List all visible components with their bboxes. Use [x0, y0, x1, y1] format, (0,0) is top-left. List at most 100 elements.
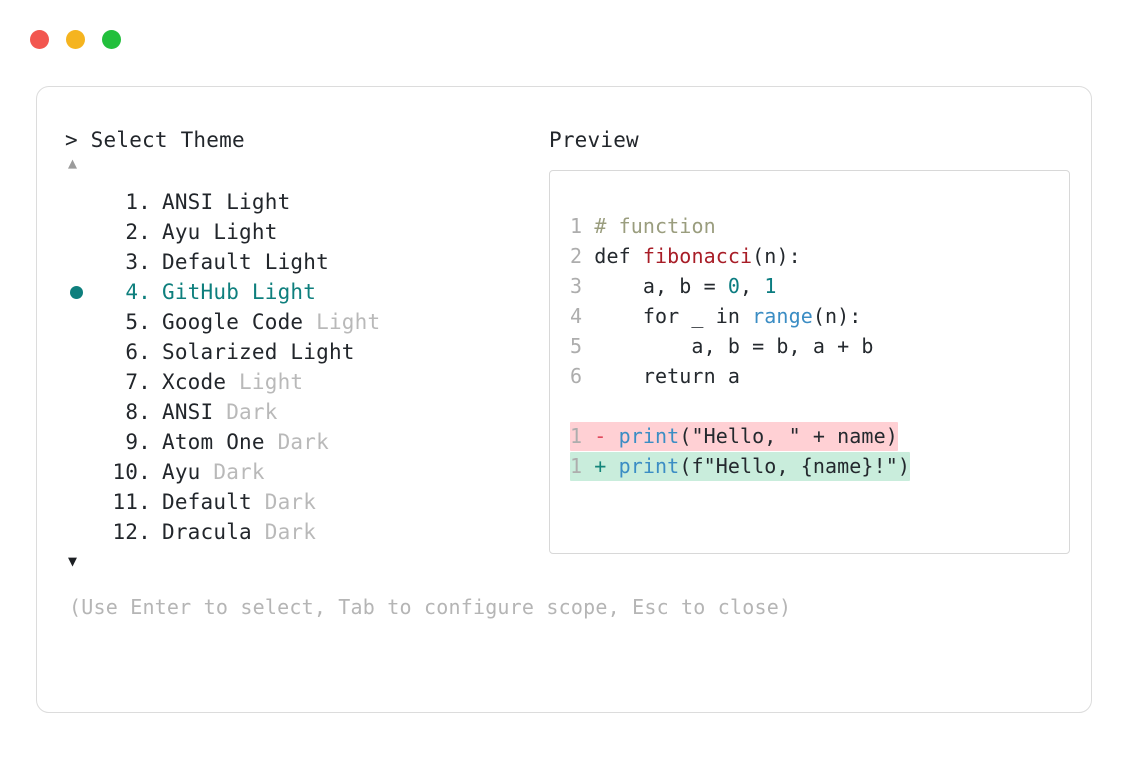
theme-list-item[interactable]: 6.Solarized Light: [65, 337, 545, 367]
chevron-up-icon: ▲: [68, 154, 78, 172]
theme-picker-card: > Select Theme ▲ 1.ANSI Light 2. Ayu Light…: [36, 86, 1092, 713]
code-line-text: for _ in range(n):: [582, 304, 862, 328]
selection-bullet-cell: [65, 458, 99, 488]
theme-item-variant: Dark: [264, 430, 329, 454]
diff-highlight: 1 - print("Hello, " + name): [570, 422, 898, 451]
theme-list-item[interactable]: 3.Default Light: [65, 247, 545, 277]
theme-item-variant: Light: [226, 370, 304, 394]
diff-highlight: 1 + print(f"Hello, {name}!"): [570, 452, 910, 481]
theme-list-item[interactable]: 4.GitHub Light: [65, 277, 545, 307]
bullet-placeholder: [70, 196, 83, 209]
code-line: 3 a, b = 0, 1: [570, 271, 1069, 301]
theme-item-name: Ayu: [162, 220, 201, 244]
theme-item-name: Solarized: [162, 340, 278, 364]
theme-item-name: Atom One: [162, 430, 265, 454]
close-window-button[interactable]: [30, 30, 49, 49]
scroll-up-indicator[interactable]: ▲: [65, 153, 545, 179]
selected-bullet-icon: [70, 286, 83, 299]
code-line-text: def fibonacci(n):: [582, 244, 801, 268]
selection-bullet-cell: [65, 488, 99, 518]
selection-bullet-cell: [65, 278, 99, 308]
select-theme-prompt: > Select Theme: [65, 128, 245, 152]
theme-item-name: Default: [162, 250, 252, 274]
line-number: 4: [570, 304, 583, 328]
theme-item-name: Default: [162, 490, 252, 514]
theme-item-variant: Light: [251, 250, 329, 274]
theme-item-name: Google Code: [162, 310, 304, 334]
selection-bullet-cell: [65, 368, 99, 398]
code-line-text: return a: [582, 364, 740, 388]
theme-item-name: Xcode: [162, 370, 227, 394]
theme-item-index: 9.: [125, 430, 151, 454]
theme-item-index: 8.: [125, 400, 151, 424]
theme-list-item[interactable]: 9. Atom One Dark: [65, 427, 545, 457]
theme-item-index: 7.: [125, 370, 151, 394]
selection-bullet-cell: [65, 188, 99, 218]
line-number: 1: [570, 424, 583, 448]
bullet-placeholder: [70, 526, 83, 539]
window-traffic-lights: [30, 30, 121, 49]
theme-list-item[interactable]: 7. Xcode Light: [65, 367, 545, 397]
theme-list-item[interactable]: 10.Ayu Dark: [65, 457, 545, 487]
bullet-placeholder: [70, 226, 83, 239]
theme-list-item[interactable]: 2. Ayu Light: [65, 217, 545, 247]
selection-bullet-cell: [65, 218, 99, 248]
line-number: 2: [570, 244, 583, 268]
theme-item-index: 4.: [125, 280, 151, 304]
code-line: 2 def fibonacci(n):: [570, 241, 1069, 271]
theme-item-variant: Light: [303, 310, 381, 334]
theme-list-item[interactable]: 12.Dracula Dark: [65, 517, 545, 547]
theme-item-variant: Dark: [251, 520, 317, 544]
selection-bullet-cell: [65, 338, 99, 368]
code-token-builtin: range: [752, 304, 813, 328]
theme-item-name: ANSI: [162, 400, 214, 424]
code-line-text: a, b = b, a + b: [582, 334, 874, 358]
selection-bullet-cell: [65, 308, 99, 338]
code-token-number: 0: [727, 274, 741, 298]
code-line-text: # function: [582, 214, 716, 238]
theme-item-variant: Dark: [251, 490, 317, 514]
theme-list-item[interactable]: 11. Default Dark: [65, 487, 545, 517]
theme-item-index: 12.: [112, 520, 151, 544]
bullet-placeholder: [70, 466, 83, 479]
bullet-placeholder: [70, 346, 83, 359]
theme-item-variant: Dark: [213, 400, 278, 424]
theme-item-index: 11.: [112, 490, 151, 514]
diff-line-deletion: 1 - print("Hello, " + name): [570, 421, 1069, 451]
theme-list-item[interactable]: 1.ANSI Light: [65, 187, 545, 217]
bullet-placeholder: [70, 376, 83, 389]
selection-bullet-cell: [65, 248, 99, 278]
theme-list-item[interactable]: 5. Google Code Light: [65, 307, 545, 337]
theme-item-variant: Light: [239, 280, 317, 304]
code-line-text: print(f"Hello, {name}!"): [618, 454, 910, 478]
code-token-function: fibonacci: [642, 244, 753, 268]
code-line: 5 a, b = b, a + b: [570, 331, 1069, 361]
theme-item-index: 6.: [125, 340, 151, 364]
theme-item-variant: Light: [213, 190, 291, 214]
bullet-placeholder: [70, 436, 83, 449]
theme-item-variant: Dark: [200, 460, 265, 484]
line-number: 3: [570, 274, 583, 298]
code-line-text: a, b = 0, 1: [582, 274, 777, 298]
code-token-comment: # function: [594, 214, 716, 238]
chevron-down-icon: ▼: [68, 552, 78, 570]
scroll-down-indicator[interactable]: ▼: [65, 551, 545, 577]
theme-item-index: 2.: [125, 220, 151, 244]
selection-bullet-cell: [65, 428, 99, 458]
bullet-placeholder: [70, 406, 83, 419]
theme-item-variant: Light: [200, 220, 278, 244]
theme-item-index: 5.: [125, 310, 151, 334]
code-line: 1 # function: [570, 211, 1069, 241]
code-token-number: 1: [764, 274, 777, 298]
code-line-text: print("Hello, " + name): [618, 424, 898, 448]
diff-sign: +: [582, 454, 619, 478]
theme-list-item[interactable]: 8. ANSI Dark: [65, 397, 545, 427]
maximize-window-button[interactable]: [102, 30, 121, 49]
minimize-window-button[interactable]: [66, 30, 85, 49]
line-number: 1: [570, 454, 583, 478]
line-number: 6: [570, 364, 583, 388]
theme-item-name: Ayu: [162, 460, 201, 484]
